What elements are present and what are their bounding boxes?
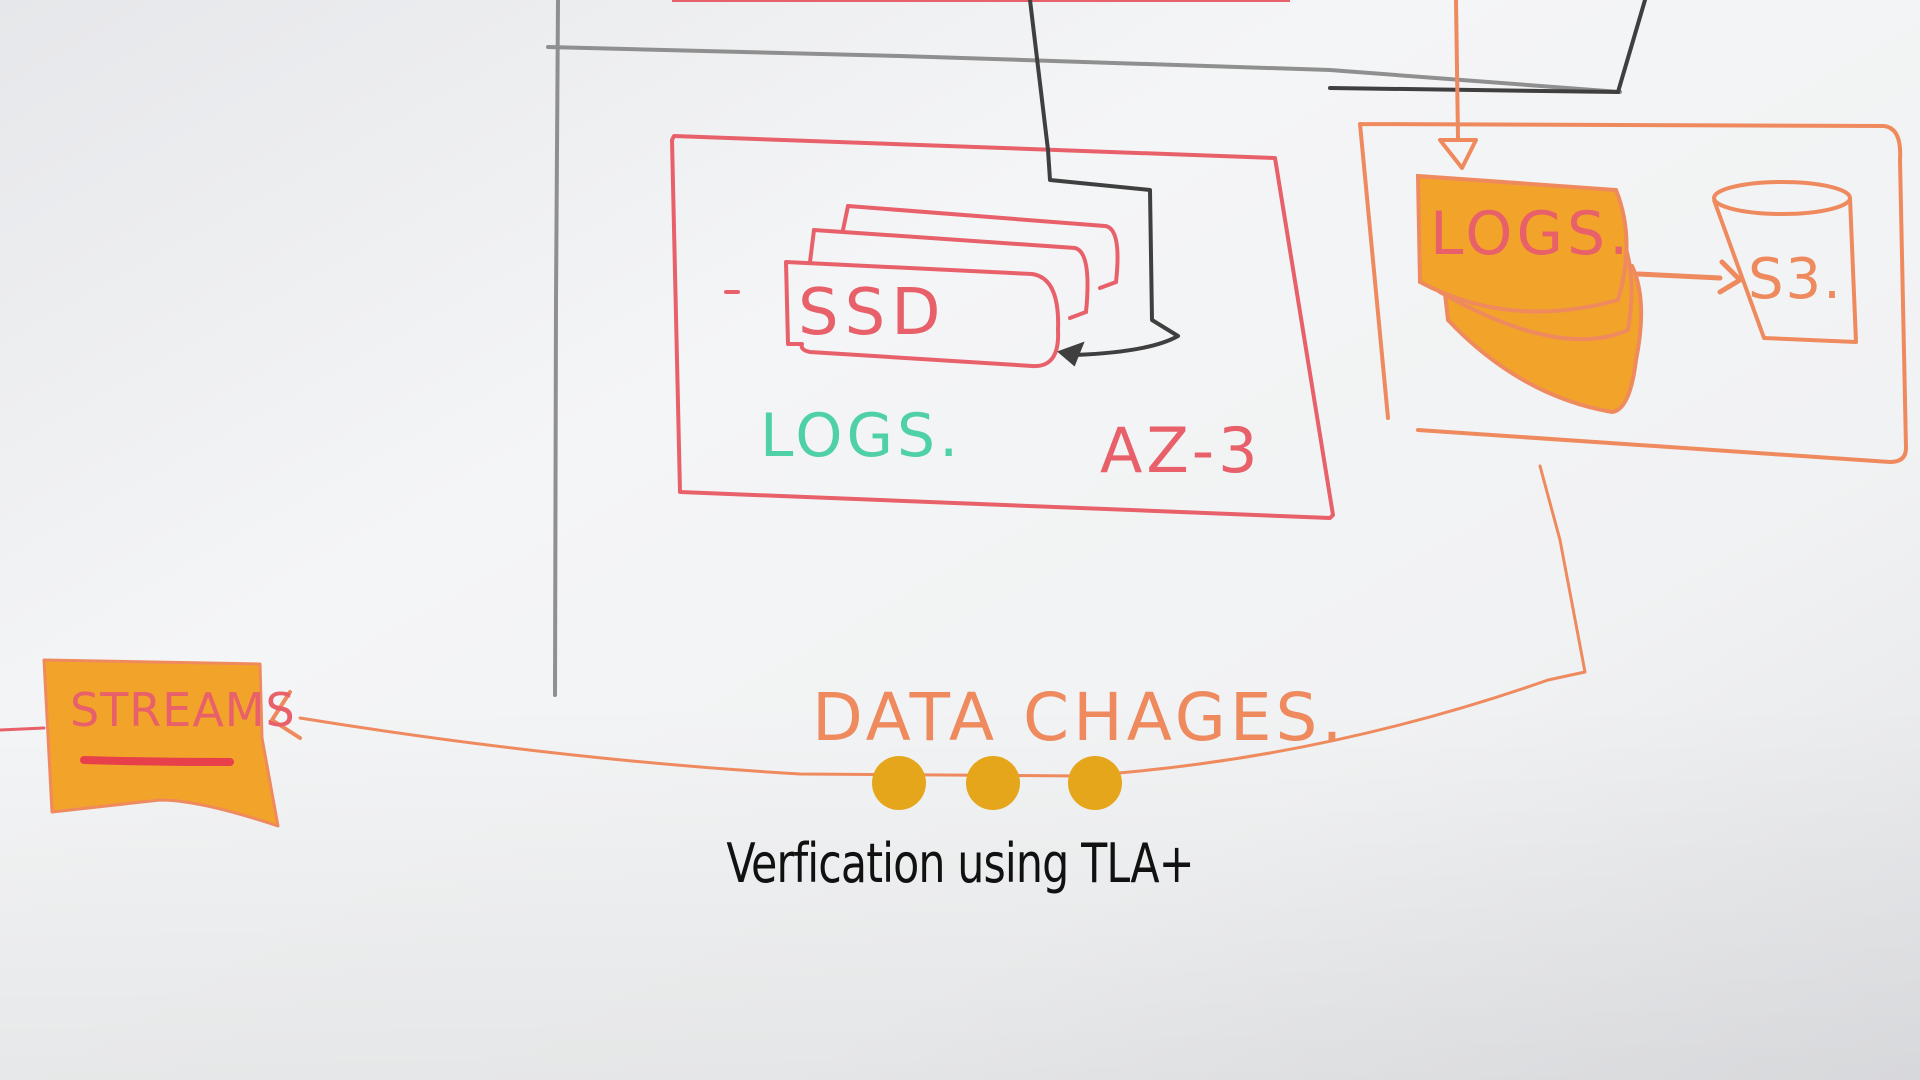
black-arrow-line bbox=[1028, 0, 1180, 357]
gray-vertical-line bbox=[553, 0, 560, 697]
logs-orange-label: LOGS. bbox=[1430, 199, 1632, 269]
az3-label: AZ-3 bbox=[1100, 414, 1262, 487]
data-changes-label: DATA CHAGES. bbox=[812, 679, 1346, 756]
ssd-disk-middle-left bbox=[808, 228, 816, 264]
az3-box bbox=[670, 134, 1335, 520]
logs-green-label: LOGS. bbox=[760, 401, 962, 471]
ssd-disk-back bbox=[846, 204, 1120, 290]
ssd-disk-back-left bbox=[841, 204, 850, 232]
ssd-label: SSD bbox=[798, 276, 947, 350]
streams-arrowhead bbox=[270, 690, 302, 740]
s3-bucket-body bbox=[1712, 197, 1858, 344]
progress-dot-2 bbox=[966, 756, 1020, 810]
gray-horizontal-line bbox=[546, 45, 1622, 94]
streams-label: STREAMS bbox=[70, 683, 296, 737]
video-caption: Verfication using TLA+ bbox=[726, 832, 1194, 895]
progress-dot-3 bbox=[1068, 756, 1122, 810]
orange-down-arrowhead bbox=[1438, 138, 1478, 170]
orange-down-line bbox=[1454, 0, 1460, 140]
logs-to-s3-arrowhead bbox=[1717, 259, 1743, 295]
logs-to-s3-arrow bbox=[1635, 271, 1723, 281]
progress-dots bbox=[0, 756, 1920, 812]
streams-sticky-note bbox=[42, 658, 280, 828]
progress-dot-1 bbox=[872, 756, 926, 810]
black-arrow-head bbox=[1057, 341, 1085, 367]
streams-left-line bbox=[0, 726, 46, 732]
whiteboard-shadow bbox=[0, 700, 1920, 1080]
ssd-disk-front bbox=[784, 260, 1061, 369]
orange-logs-stack-front bbox=[1415, 173, 1629, 314]
s3-label: S3. bbox=[1748, 247, 1843, 312]
orange-region-box bbox=[1358, 122, 1908, 464]
black-top-right-line bbox=[1328, 0, 1647, 95]
ssd-disk-middle bbox=[812, 228, 1090, 320]
streams-underline bbox=[80, 756, 234, 766]
